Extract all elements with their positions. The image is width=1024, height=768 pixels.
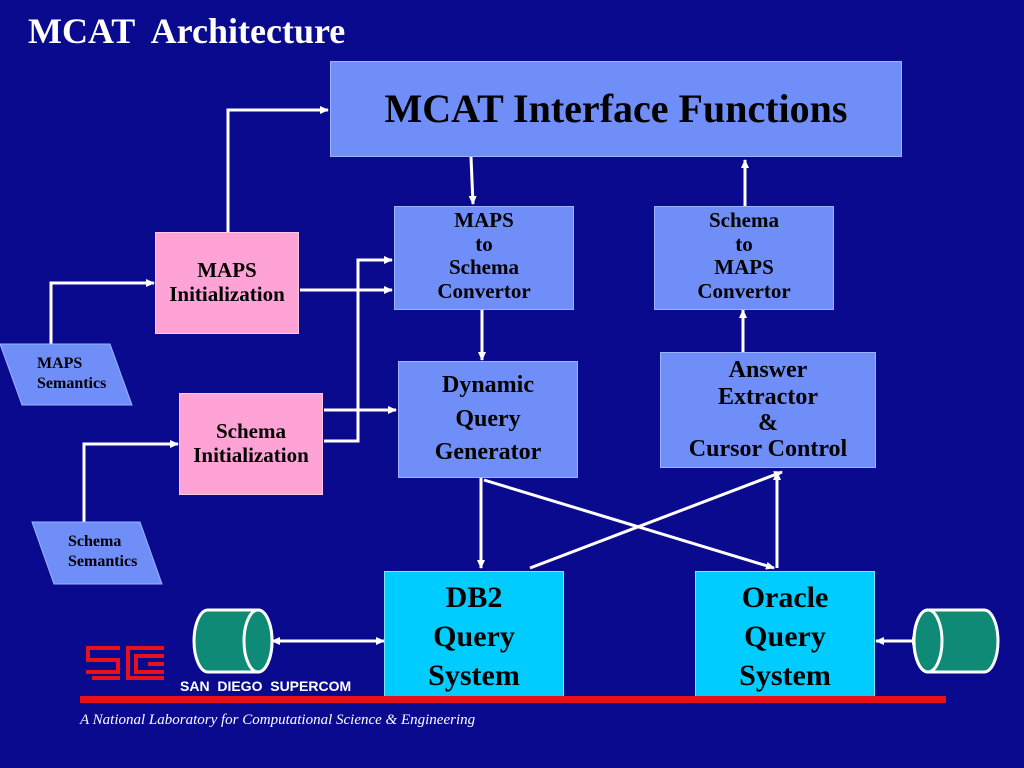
dynamic-query-label: Dynamic Query Generator <box>434 372 542 466</box>
maps-semantics-label: MAPS Semantics <box>37 355 107 392</box>
arrow-schema-semantics-to-schema-init <box>82 440 179 522</box>
oracle-label: Oracle Query System <box>739 580 831 692</box>
db2-query-system-box: DB2 Query System <box>384 571 564 701</box>
schema-semantics-shape <box>31 521 163 585</box>
maps-semantics-shape <box>0 343 133 406</box>
dynamic-query-generator-box: Dynamic Query Generator <box>398 361 578 478</box>
answer-extractor-label: Answer Extractor & Cursor Control <box>688 357 848 463</box>
arrow-maps-init-to-interface <box>226 106 329 232</box>
maps-initialization-box: MAPS Initialization <box>155 232 299 334</box>
database-cylinder-icon <box>912 608 1000 674</box>
schema-semantics-label: Schema Semantics <box>68 533 138 570</box>
mcat-interface-functions-box: MCAT Interface Functions <box>330 61 902 157</box>
footer-organization: SAN DIEGO SUPERCOM <box>180 678 352 694</box>
sdsc-logo-icon <box>86 646 164 680</box>
footer-tagline: A National Laboratory for Computational … <box>80 712 476 728</box>
maps-init-label: MAPS Initialization <box>169 258 285 306</box>
oracle-query-system-box: Oracle Query System <box>695 571 875 701</box>
schema-to-maps-label: Schema to MAPS Convertor <box>697 208 791 303</box>
maps-to-schema-label: MAPS to Schema Convertor <box>437 208 531 303</box>
answer-extractor-box: Answer Extractor & Cursor Control <box>660 352 876 468</box>
db2-label: DB2 Query System <box>428 580 520 692</box>
schema-to-maps-convertor-box: Schema to MAPS Convertor <box>654 206 834 310</box>
maps-to-schema-convertor-box: MAPS to Schema Convertor <box>394 206 574 310</box>
arrow-maps-semantics-to-maps-init <box>49 279 155 344</box>
arrow-schema-init-to-convertor <box>324 256 393 443</box>
interface-label: MCAT Interface Functions <box>384 85 848 131</box>
schema-init-label: Schema Initialization <box>193 419 309 467</box>
arrow-interface-to-maps-convertor <box>468 156 477 205</box>
footer-bar <box>80 696 946 703</box>
slide-title: MCAT Architecture <box>28 11 346 51</box>
database-cylinder-icon <box>192 608 274 674</box>
schema-initialization-box: Schema Initialization <box>179 393 323 495</box>
arrow-db2-to-answer <box>529 470 783 570</box>
arrow-dynamic-to-oracle <box>483 478 775 570</box>
